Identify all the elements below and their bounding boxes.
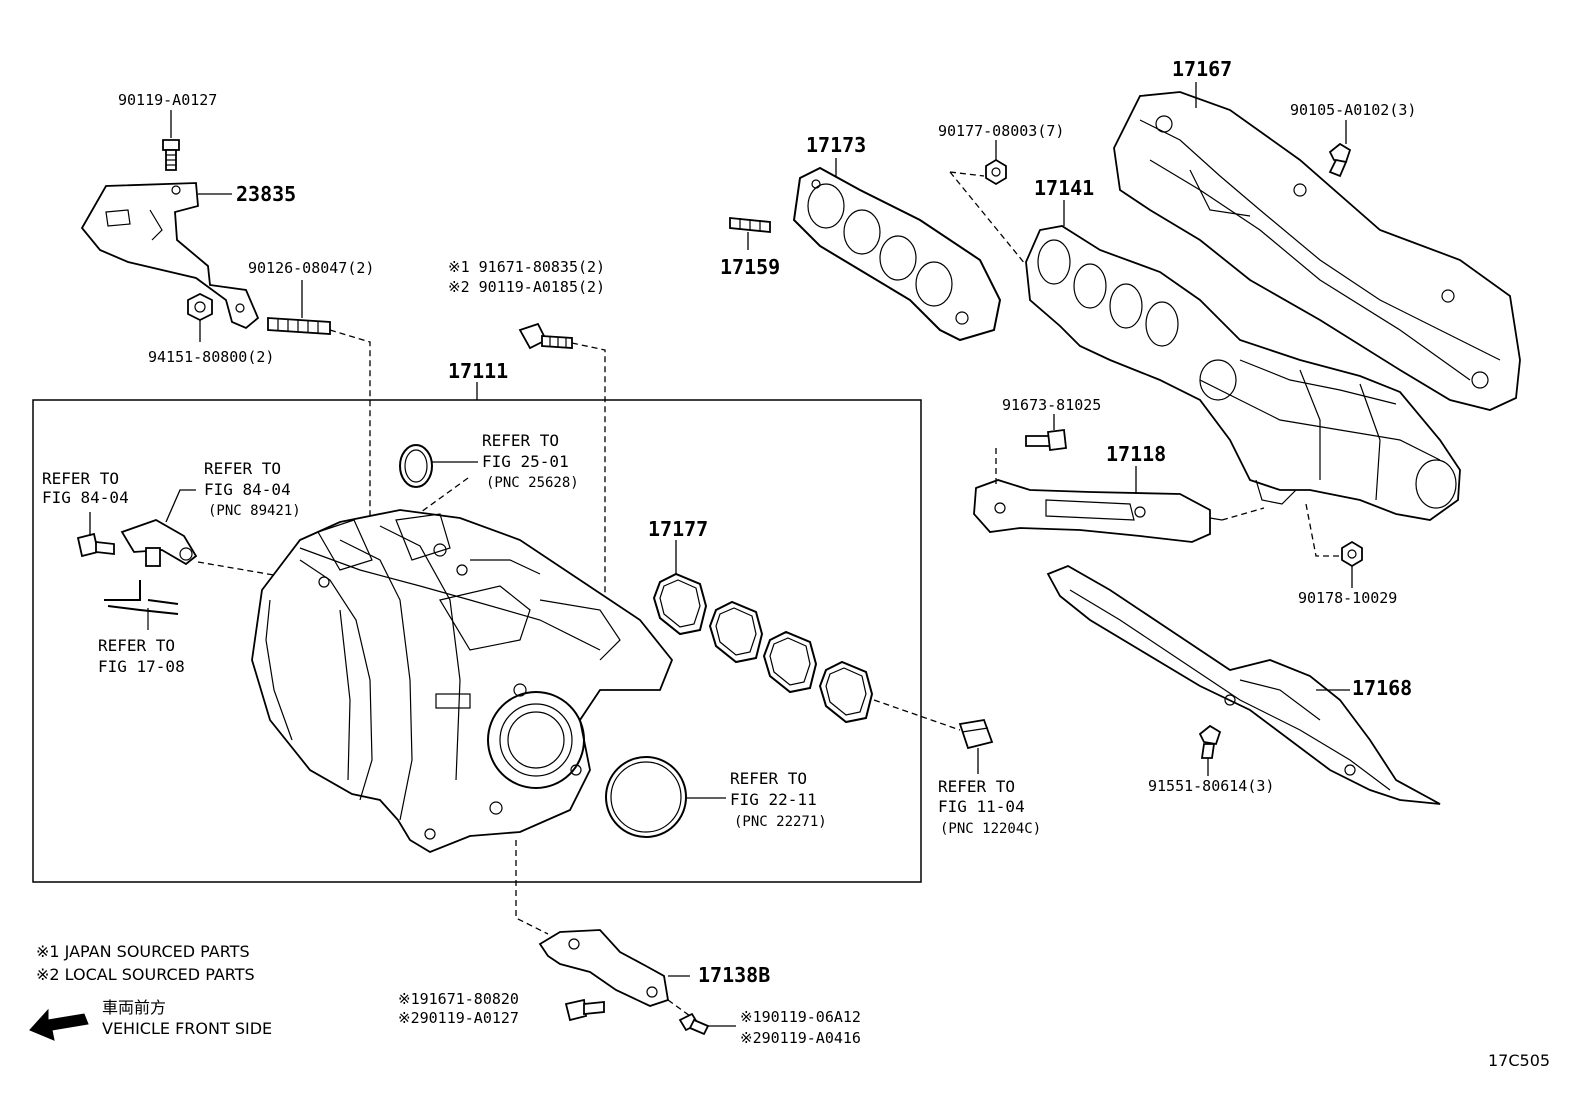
intake-manifold-17111	[251, 509, 674, 854]
label-17173: 17173	[806, 133, 866, 157]
label-90126-08047: 90126-08047(2)	[248, 259, 374, 277]
stud-90126-08047	[267, 317, 331, 335]
o-ring-25628	[399, 444, 433, 488]
label-90105-a0102: 90105-A0102(3)	[1290, 101, 1416, 119]
label-refer-25-01-pnc: (PNC 25628)	[486, 475, 579, 491]
bolt-90105-a0102	[1328, 142, 1352, 178]
label-17111: 17111	[448, 359, 508, 383]
label-23835: 23835	[236, 182, 296, 206]
label-91671-80820: ※191671-80820	[398, 990, 519, 1008]
label-refer-25-01-line1: REFER TO	[482, 431, 559, 450]
label-91551-80614: 91551-80614(3)	[1148, 777, 1274, 795]
gasket-ring-22271	[605, 756, 687, 838]
label-17118: 17118	[1106, 442, 1166, 466]
label-refer-22-11-line2: FIG 22-11	[730, 790, 817, 809]
label-refer-25-01-line2: FIG 25-01	[482, 452, 569, 471]
vehicle-front-arrow-icon	[29, 1008, 89, 1041]
gasket-17173	[792, 166, 1002, 342]
bracket-17118	[973, 479, 1223, 543]
label-17159: 17159	[720, 255, 780, 279]
label-90119-a0127-bottom: ※290119-A0127	[398, 1009, 519, 1027]
label-refer-11-04-pnc: (PNC 12204C)	[940, 821, 1041, 837]
part-ref-12204c	[958, 718, 994, 750]
label-17168: 17168	[1352, 676, 1412, 700]
label-17138b: 17138B	[698, 963, 770, 987]
label-17177: 17177	[648, 517, 708, 541]
legend-local-sourced: ※2 LOCAL SOURCED PARTS	[36, 965, 255, 984]
label-refer-84-04-b-line2: FIG 84-04	[42, 488, 129, 507]
bolt-91673-81025	[1025, 428, 1067, 452]
nut-90178-10029	[1341, 540, 1363, 568]
nut-90177-08003	[985, 158, 1007, 186]
stud-17159	[729, 217, 771, 233]
label-90119-a0127-top: 90119-A0127	[118, 91, 217, 109]
heat-insulator-17167	[1113, 91, 1521, 411]
label-94151-80800: 94151-80800(2)	[148, 348, 274, 366]
label-refer-84-04-b-line1: REFER TO	[42, 469, 119, 488]
bolt-90119-06a12	[678, 1012, 710, 1036]
legend-japan-sourced: ※1 JAPAN SOURCED PARTS	[36, 942, 250, 961]
label-17141: 17141	[1034, 176, 1094, 200]
bolt-90119-a0127-top	[162, 139, 180, 171]
label-90119-a0416: ※290119-A0416	[740, 1029, 861, 1047]
bracket-23835	[80, 182, 260, 330]
label-refer-22-11-line1: REFER TO	[730, 769, 807, 788]
label-refer-11-04-line2: FIG 11-04	[938, 797, 1025, 816]
sensor-89421	[120, 519, 198, 567]
bracket-17138b	[538, 929, 670, 1007]
legend-front-jp: 車両前方	[102, 998, 166, 1017]
label-refer-17-08-line2: FIG 17-08	[98, 657, 185, 676]
heat-insulator-17168	[1046, 565, 1441, 805]
label-refer-84-04-a-line2: FIG 84-04	[204, 480, 291, 499]
label-refer-84-04-a-line1: REFER TO	[204, 459, 281, 478]
bolt-91671-80820	[564, 998, 605, 1022]
label-refer-22-11-pnc: (PNC 22271)	[734, 814, 827, 830]
label-refer-84-04-a-pnc: (PNC 89421)	[208, 503, 301, 519]
nut-94151-80800	[187, 292, 213, 322]
label-refer-11-04-line1: REFER TO	[938, 777, 1015, 796]
label-90177-08003: 90177-08003(7)	[938, 122, 1064, 140]
label-17167: 17167	[1172, 57, 1232, 81]
bolt-sensor-left	[76, 532, 115, 558]
legend-front-en: VEHICLE FRONT SIDE	[102, 1019, 272, 1038]
label-refer-17-08-line1: REFER TO	[98, 636, 175, 655]
label-90119-06a12: ※190119-06A12	[740, 1008, 861, 1026]
gasket-17177	[652, 572, 874, 724]
exhaust-manifold-17141	[1025, 225, 1461, 521]
bolt-91551-80614	[1198, 724, 1222, 759]
label-91671-80835: ※1 91671-80835(2)	[448, 258, 605, 276]
label-90119-a0185: ※2 90119-A0185(2)	[448, 278, 605, 296]
figure-code: 17C505	[1488, 1051, 1550, 1070]
hose-ref-17-08	[104, 580, 179, 630]
bolt-91671-80835	[518, 322, 573, 350]
label-90178-10029: 90178-10029	[1298, 589, 1397, 607]
label-91673-81025: 91673-81025	[1002, 396, 1101, 414]
